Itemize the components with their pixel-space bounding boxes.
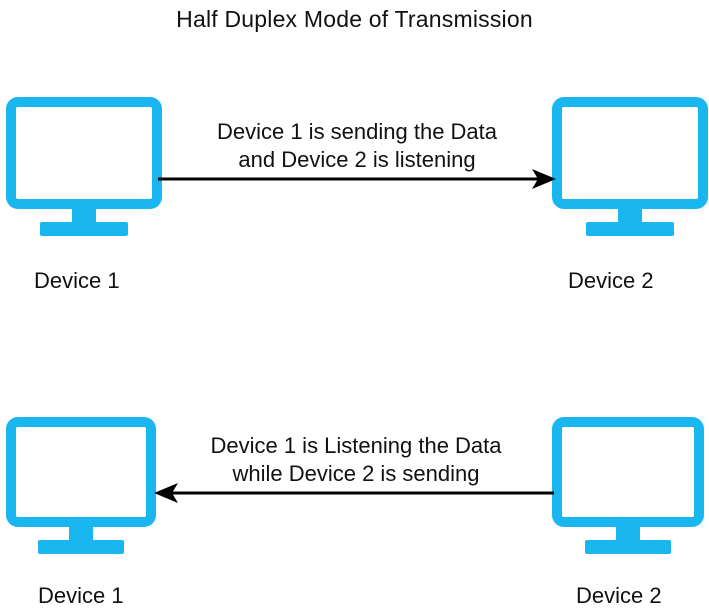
message-bottom: Device 1 is Listening the Data while Dev…: [160, 432, 552, 488]
monitor-icon-device-2-top: [552, 97, 708, 236]
device-1-label-bottom: Device 1: [38, 583, 124, 608]
device-2-label-bottom: Device 2: [576, 583, 662, 608]
arrow-right-icon: [158, 169, 556, 189]
message-top-line-1: Device 1 is sending the Data: [216, 119, 498, 144]
arrow-left-icon: [154, 483, 554, 503]
message-bottom-line-1: Device 1 is Listening the Data: [210, 433, 502, 458]
device-1-label-top: Device 1: [34, 268, 120, 293]
message-top-line-2: and Device 2 is listening: [238, 147, 476, 172]
device-2-label-top: Device 2: [568, 268, 654, 293]
message-top: Device 1 is sending the Data and Device …: [162, 118, 552, 174]
monitor-icon-device-2-bottom: [552, 417, 704, 554]
diagram-title: Half Duplex Mode of Transmission: [176, 6, 533, 32]
monitor-icon-device-1-bottom: [6, 417, 156, 554]
monitor-icon-device-1-top: [6, 97, 162, 236]
message-bottom-line-2: while Device 2 is sending: [232, 461, 480, 486]
